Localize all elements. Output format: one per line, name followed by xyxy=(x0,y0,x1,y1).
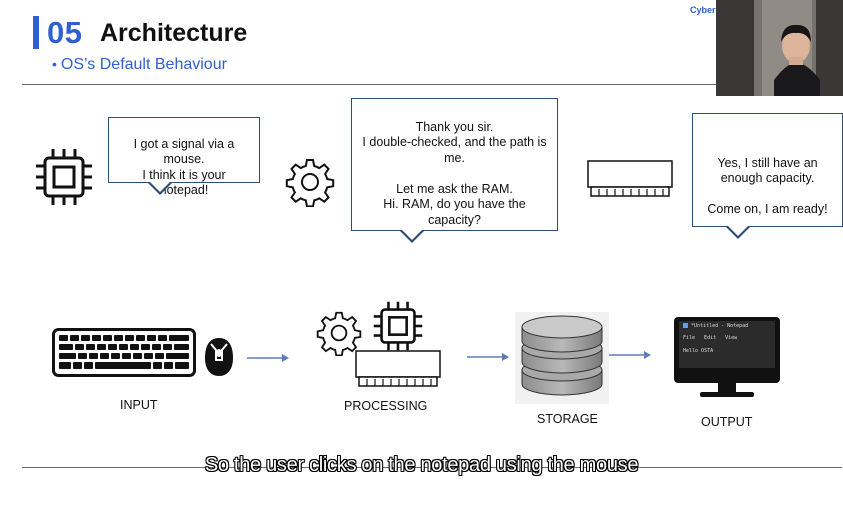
footer-divider xyxy=(22,467,842,468)
title-accent-bar xyxy=(33,16,39,49)
section-number: 05 xyxy=(47,15,83,50)
arrow-storage-to-output xyxy=(609,351,651,359)
notepad-title: *Untitled - Notepad xyxy=(691,323,749,329)
header-divider xyxy=(22,84,842,85)
keyboard-icon xyxy=(52,328,196,377)
database-icon xyxy=(515,312,609,404)
storage-label: STORAGE xyxy=(537,412,598,426)
ram-module-icon xyxy=(587,160,673,197)
speech-bubble-mouse-signal: I got a signal via a mouse. I think it i… xyxy=(108,117,260,197)
menu-edit: Edit xyxy=(704,335,717,341)
gear-icon xyxy=(285,159,335,207)
output-label: OUTPUT xyxy=(701,415,753,429)
menu-view: View xyxy=(725,335,738,341)
speech-bubble-text: Thank you sir. I double-checked, and the… xyxy=(362,119,547,227)
speaker-person-icon xyxy=(716,0,843,96)
cpu-chip-icon xyxy=(373,301,423,351)
speech-bubble-text: I got a signal via a mouse. I think it i… xyxy=(133,136,235,198)
monitor-neck xyxy=(718,383,736,393)
page-title: Architecture xyxy=(100,19,248,47)
menu-file: File xyxy=(683,335,696,341)
monitor-icon: *Untitled - Notepad File Edit View Hello O… xyxy=(674,317,780,399)
notepad-body: Hello OSTA xyxy=(683,348,714,354)
subtitle: •OS’s Default Behaviour xyxy=(52,56,227,74)
brand-text: Cyber xyxy=(690,5,716,15)
ram-module-icon xyxy=(355,350,441,387)
gear-icon xyxy=(316,311,362,356)
speech-bubble-os-asks-ram: Thank you sir. I double-checked, and the… xyxy=(351,98,558,243)
bubble-tail xyxy=(725,225,751,239)
subtitle-text: OS’s Default Behaviour xyxy=(60,56,227,73)
bubble-tail xyxy=(147,181,173,195)
bubble-tail xyxy=(399,229,425,243)
bullet-icon: • xyxy=(52,56,57,72)
arrow-input-to-processing xyxy=(247,354,289,362)
monitor-screen: *Untitled - Notepad File Edit View Hello O… xyxy=(679,321,775,368)
processing-label: PROCESSING xyxy=(344,399,428,413)
speech-bubble-text: Yes, I still have an enough capacity. Co… xyxy=(707,155,828,217)
monitor-stand xyxy=(700,392,754,397)
speech-bubble-ram-reply: Yes, I still have an enough capacity. Co… xyxy=(692,113,843,239)
cpu-chip-icon xyxy=(36,149,92,205)
input-label: INPUT xyxy=(120,398,158,412)
arrow-processing-to-storage xyxy=(467,353,509,361)
video-caption: So the user clicks on the notepad using … xyxy=(204,454,639,476)
mouse-icon xyxy=(205,338,233,376)
notepad-menu: File Edit View xyxy=(683,335,771,341)
webcam-video xyxy=(716,0,843,96)
notepad-app-icon xyxy=(683,323,688,328)
notepad-titlebar: *Untitled - Notepad xyxy=(683,323,771,329)
